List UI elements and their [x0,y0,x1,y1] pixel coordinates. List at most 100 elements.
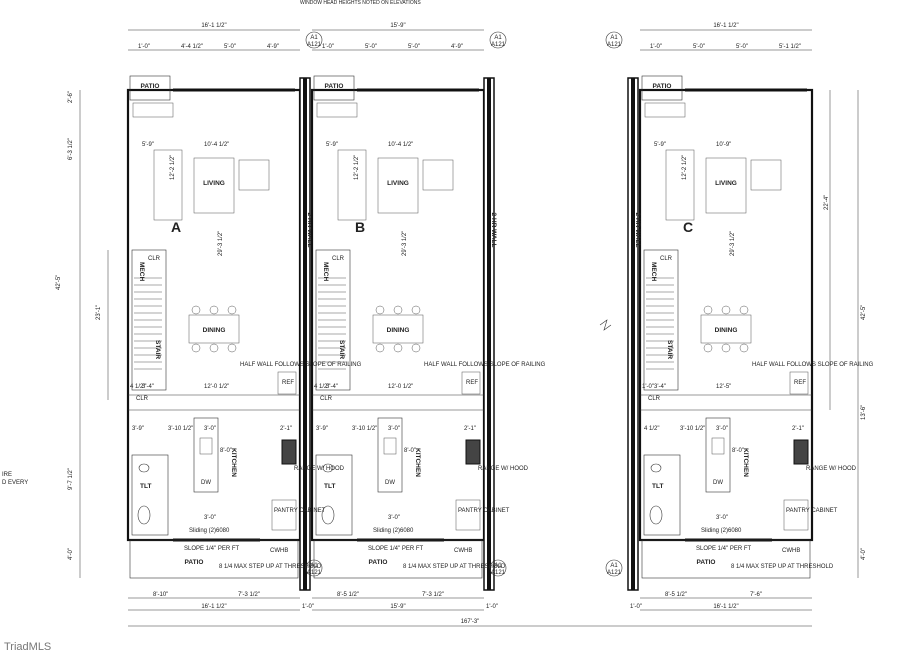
right-dimension: 42'-5" [861,305,867,320]
interior-dimension: 8'-0" [732,448,744,454]
interior-dimension: 3'-0" [204,426,216,432]
pantry-cabinet-outline [455,499,481,531]
interior-dimension: 3'-0" [716,426,728,432]
interior-dimension: 12'-0 1/2" [204,384,229,390]
section-tag-top [305,31,323,49]
top-dimension-segment: 5'-0" [365,44,377,50]
top-dimension-overall: 16'-1 1/2" [713,23,738,29]
room-label-dining: DINING [715,327,738,334]
lavatory-icon [322,463,334,473]
toilet-icon [137,505,151,525]
refrigerator-icon [461,371,481,395]
dining-chair-icon [393,305,403,315]
room-label-clr-upper: CLR [332,256,345,262]
room-label-living: LIVING [715,180,737,187]
slope-note: SLOPE 1/4" PER FT [368,546,423,552]
room-label-patio-top: PATIO [653,83,672,90]
interior-dimension: 3'-9" [316,426,328,432]
dining-chair-icon [703,305,713,315]
room-label-dining: DINING [203,327,226,334]
patio-top-outline [313,75,355,101]
left-dimension: 9'-7 1/2" [68,468,74,490]
pantry-cabinet-label: PANTRY CABINET [458,508,510,514]
left-dimension: 4'-0" [68,548,74,560]
sink-icon [199,437,213,455]
two-hour-wall-core [487,78,491,590]
refrigerator-label: REF [282,380,294,386]
interior-dimension: 12'-2 1/2" [170,155,176,180]
dining-chair-icon [375,305,385,315]
unit-label: C [683,219,693,235]
sofa-icon [337,149,367,221]
dining-chair-icon [209,305,219,315]
threshold-note: 8 1/4 MAX STEP UP AT THRESHOLD [731,564,834,570]
section-tag-top-a: A1 [310,35,318,41]
pantry-cabinet-outline [271,499,297,531]
room-label-patio-top: PATIO [141,83,160,90]
refrigerator-icon [277,371,297,395]
room-label-patio-bottom: PATIO [185,559,204,566]
section-tag-top-a: A1 [610,35,618,41]
room-label-stair: STAIR [666,340,673,359]
bottom-dimension-segment: 8'-5 1/2" [337,592,359,598]
dining-chair-icon [191,305,201,315]
refrigerator-label: REF [794,380,806,386]
dishwasher-label: DW [201,480,211,486]
left-dimension: 23'-1" [96,305,102,320]
toilet-icon [649,505,663,525]
sliding-door-label: Sliding (2)6080 [373,528,414,534]
overall-dimension: 167'-3" [461,619,480,625]
dining-chair-icon [227,305,237,315]
section-tag-bottom-b: A121 [607,570,622,576]
half-wall-note: HALF WALL FOLLOWS SLOPE OF RAILING [752,362,874,368]
dining-chair-icon [375,343,385,353]
half-wall-note: HALF WALL FOLLOWS SLOPE OF RAILING [424,362,546,368]
interior-dimension: 8'-0" [220,448,232,454]
range-label: RANGE W/ HOOD [294,466,345,472]
chair-icon [750,159,782,191]
unit-a: 2 HR WALLPATIOLIVINGAMECHCLRSTAIRDININGC… [56,23,362,611]
interior-dimension: 2'-1" [792,426,804,432]
section-tag-bottom [605,559,623,577]
room-label-stair: STAIR [338,340,345,359]
bottom-dimension-overall: 15'-9" [390,604,405,610]
slope-note: SLOPE 1/4" PER FT [184,546,239,552]
interior-dimension: 1'-0" [642,384,654,390]
right-dimension: 22'-4" [824,195,830,210]
dining-chair-icon [191,343,201,353]
top-dimension-segment: 1'-0" [138,44,150,50]
side-note-line-1: IRE [2,472,12,478]
lavatory-icon [138,463,150,473]
range-label: RANGE W/ HOOD [806,466,857,472]
interior-dimension: 5'-9" [142,142,154,148]
room-label-mech: MECH [138,262,145,281]
sink-icon [383,437,397,455]
cwhb-label: CWHB [270,548,288,554]
bottom-dimension-wall: 1'-0" [302,604,314,610]
interior-dimension: 3'-0" [204,515,216,521]
threshold-note: 8 1/4 MAX STEP UP AT THRESHOLD [219,564,322,570]
kitchen-island-icon [193,417,219,493]
bottom-dimension-segment: 7'-3 1/2" [238,592,260,598]
left-dimension: 6'-3 1/2" [68,138,74,160]
rug-icon [193,157,235,214]
interior-dimension: 12'-2 1/2" [354,155,360,180]
dining-chair-icon [227,343,237,353]
kitchen-island-icon [705,417,731,493]
room-label-stair: STAIR [154,340,161,359]
sliding-door-label: Sliding (2)6080 [189,528,230,534]
dining-chair-icon [209,343,219,353]
right-dimension: 4'-0" [861,548,867,560]
refrigerator-icon [789,371,809,395]
room-label-clr-lower: CLR [320,396,333,402]
section-tag-bottom-b: A121 [307,570,322,576]
interior-dimension: 12'-2 1/2" [682,155,688,180]
interior-dimension: 29'-3 1/2" [218,231,224,256]
interior-dimension: 10'-9" [716,142,731,148]
top-dimension-segment: 5'-1 1/2" [779,44,801,50]
range-icon [465,439,481,465]
interior-dimension: 12'-0 1/2" [388,384,413,390]
two-hour-wall-label: 2 HR WALL [634,212,641,247]
room-label-living: LIVING [387,180,409,187]
patio-top-outline [129,75,171,101]
